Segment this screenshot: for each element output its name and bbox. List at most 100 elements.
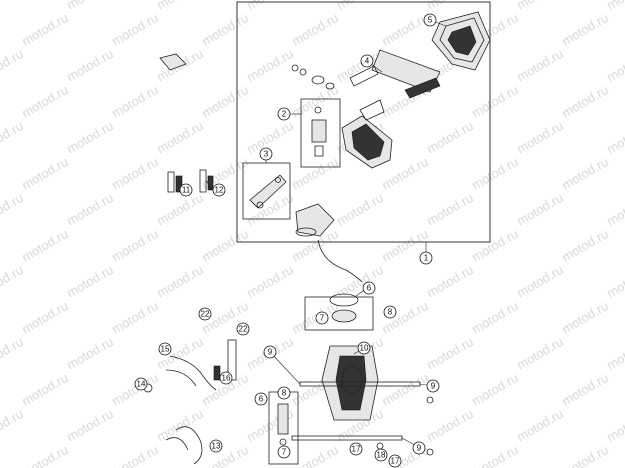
- watermark-text: motod.ru: [514, 0, 566, 13]
- watermark-text: motod.ru: [109, 154, 161, 193]
- callout-c15: 15: [158, 342, 172, 356]
- watermark-text: motod.ru: [604, 406, 625, 445]
- watermark-text: motod.ru: [469, 226, 521, 265]
- watermark-text: motod.ru: [199, 442, 251, 468]
- callout-label: 12: [215, 186, 224, 195]
- callout-label: 4: [365, 57, 370, 66]
- watermark-text: motod.ru: [604, 262, 625, 301]
- callout-circle: [219, 371, 233, 385]
- watermark-text: motod.ru: [109, 226, 161, 265]
- callout-c9a: 9: [263, 345, 277, 359]
- callout-c3: 3: [259, 147, 273, 161]
- bracket-part: [249, 174, 287, 209]
- gasket-part-6-upper: [329, 293, 359, 307]
- watermark-text: motod.ru: [154, 406, 206, 445]
- callout-label: 7: [282, 448, 287, 457]
- watermark-text: motod.ru: [514, 334, 566, 373]
- callout-circle: [254, 392, 268, 406]
- watermark-text: motod.ru: [424, 334, 476, 373]
- watermark-text: motod.ru: [64, 262, 116, 301]
- callout-label: 8: [282, 389, 287, 398]
- clip-part-top-left: [159, 53, 187, 71]
- callout-circle: [360, 54, 374, 68]
- callout-circle: [374, 448, 388, 462]
- callout-circle: [179, 183, 193, 197]
- callout-circle: [277, 445, 291, 459]
- watermark-text: motod.ru: [19, 370, 71, 409]
- callout-label: 17: [352, 445, 361, 454]
- watermark-text: motod.ru: [199, 82, 251, 121]
- watermark-text: motod.ru: [0, 334, 26, 373]
- callout-c2: 2: [277, 107, 291, 121]
- sensor-part-upper-8: [331, 309, 357, 323]
- watermark-text: motod.ru: [0, 262, 26, 301]
- subassembly-box-3: [242, 162, 291, 220]
- callout-c12: 12: [212, 183, 226, 197]
- watermark-text: motod.ru: [469, 82, 521, 121]
- callout-circle: [263, 345, 277, 359]
- callout-circle: [388, 454, 402, 468]
- watermark-text: motod.ru: [244, 46, 296, 85]
- watermark-text: motod.ru: [469, 442, 521, 468]
- watermark-text: motod.ru: [19, 154, 71, 193]
- watermark-text: motod.ru: [154, 190, 206, 229]
- callout-circle: [277, 386, 291, 400]
- watermark-text: motod.ru: [289, 154, 341, 193]
- watermark-text: motod.ru: [424, 406, 476, 445]
- callout-c17b: 17: [388, 454, 402, 468]
- callout-c6a: 6: [362, 281, 376, 295]
- subassembly-box-8-upper: [304, 296, 374, 331]
- watermark-text: motod.ru: [244, 262, 296, 301]
- watermark-text: motod.ru: [19, 442, 71, 468]
- watermark-text: motod.ru: [469, 370, 521, 409]
- callout-label: 6: [367, 284, 372, 293]
- callout-label: 9: [268, 348, 273, 357]
- watermark-text: motod.ru: [0, 406, 26, 445]
- watermark-text: motod.ru: [604, 118, 625, 157]
- watermark-text: motod.ru: [64, 46, 116, 85]
- callout-c6b: 6: [254, 392, 268, 406]
- callout-circle: [198, 307, 212, 321]
- watermark-text: motod.ru: [0, 118, 26, 157]
- callout-label: 7: [320, 314, 325, 323]
- watermark-text: motod.ru: [109, 10, 161, 49]
- sensor-part-lower-8: [277, 403, 289, 446]
- callout-c22b: 22: [236, 322, 250, 336]
- callout-label: 6: [259, 395, 264, 404]
- watermark-text: motod.ru: [424, 190, 476, 229]
- callout-label: 9: [417, 444, 422, 453]
- filter-cover-part: [431, 11, 491, 71]
- callout-c8b: 8: [277, 386, 291, 400]
- watermark-text: motod.ru: [64, 406, 116, 445]
- subassembly-box-2: [300, 98, 341, 168]
- callout-c5: 5: [423, 13, 437, 27]
- watermark-text: motod.ru: [469, 298, 521, 337]
- callout-circle: [383, 305, 397, 319]
- watermark-text: motod.ru: [199, 10, 251, 49]
- assembly-frame-1: [236, 1, 491, 243]
- watermark-text: motod.ru: [109, 442, 161, 468]
- callout-circle: [419, 251, 433, 265]
- callout-c7a: 7: [315, 311, 329, 325]
- small-fittings-top: [291, 64, 335, 90]
- watermark-text: motod.ru: [514, 406, 566, 445]
- callout-label: 11: [182, 186, 191, 195]
- callout-c1: 1: [419, 251, 433, 265]
- callout-c18: 18: [374, 448, 388, 462]
- callout-circle: [158, 342, 172, 356]
- callout-c11: 11: [179, 183, 193, 197]
- callout-circle: [349, 442, 363, 456]
- callout-label: 14: [137, 380, 146, 389]
- watermark-text: motod.ru: [64, 0, 116, 13]
- airbox-body-part: [341, 99, 393, 169]
- callout-label: 15: [161, 345, 170, 354]
- callout-circle: [212, 183, 226, 197]
- watermark-text: motod.ru: [19, 82, 71, 121]
- callout-c14: 14: [134, 377, 148, 391]
- watermark-text: motod.ru: [64, 118, 116, 157]
- callout-label: 18: [377, 451, 386, 460]
- watermark-text: motod.ru: [109, 82, 161, 121]
- watermark-text: motod.ru: [0, 46, 26, 85]
